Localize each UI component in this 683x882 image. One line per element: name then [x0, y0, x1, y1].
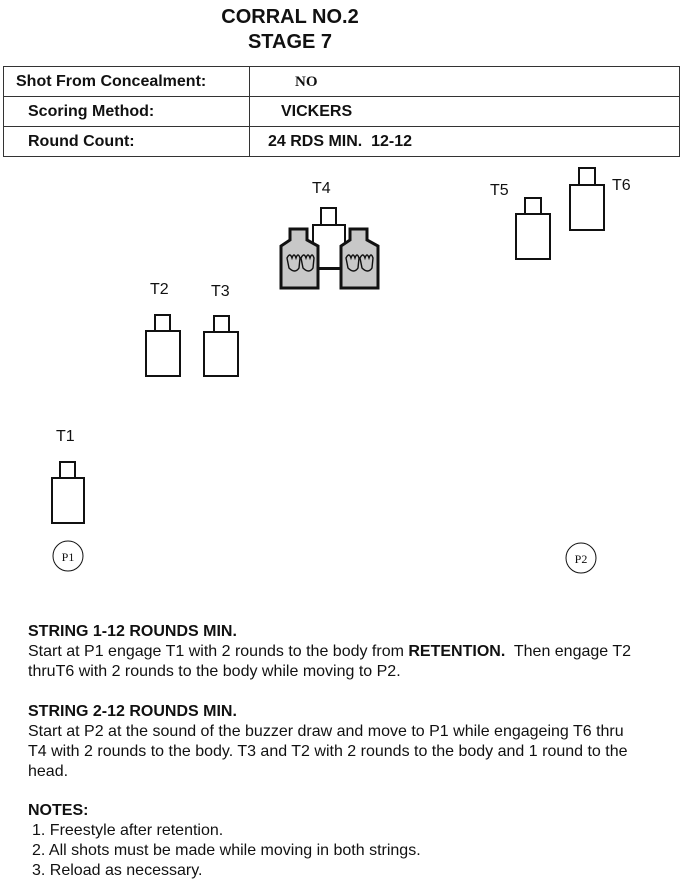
info-row-scoring: Scoring Method: VICKERS	[3, 96, 680, 127]
string-1-description: Start at P1 engage T1 with 2 rounds to t…	[28, 642, 658, 682]
string-1-section: STRING 1-12 ROUNDS MIN. Start at P1 enga…	[28, 622, 658, 682]
info-label: Scoring Method:	[3, 96, 250, 127]
info-value: VICKERS	[249, 96, 680, 127]
target-t3	[203, 315, 239, 377]
string-2-section: STRING 2-12 ROUNDS MIN. Start at P2 at t…	[28, 702, 640, 782]
info-value: 24 RDS MIN. 12-12	[249, 126, 680, 157]
stage-title: CORRAL NO.2	[221, 6, 359, 28]
target-t6	[569, 167, 605, 231]
target-t6-label: T6	[612, 177, 631, 194]
string-2-description: Start at P2 at the sound of the buzzer d…	[28, 723, 628, 780]
target-t4-label: T4	[312, 180, 331, 197]
concealment-value: NO	[295, 73, 318, 90]
no-shoot-target-right	[339, 227, 380, 290]
scoring-label: Scoring Method:	[28, 102, 155, 120]
scoring-value: VICKERS	[281, 102, 353, 120]
position-p1-label: P1	[62, 550, 75, 564]
stage-info-table: Shot From Concealment: NO Scoring Method…	[3, 66, 680, 157]
stage-subtitle: STAGE 7	[247, 31, 333, 53]
note-item: 2. All shots must be made while moving i…	[32, 842, 421, 859]
open-hands-icon	[345, 254, 374, 272]
no-shoot-target-left	[279, 227, 320, 290]
stage-diagram: T1 T2 T3 T4 T5	[51, 167, 631, 574]
target-t2-label: T2	[150, 281, 169, 298]
position-p2-label: P2	[575, 552, 588, 566]
position-p1: P1	[52, 540, 84, 572]
notes-heading: NOTES:	[28, 802, 89, 819]
string-1-text-b: Then engage T2 thruT6 with 2 rounds to t…	[28, 643, 636, 680]
round-count-value: 24 RDS MIN. 12-12	[268, 132, 413, 150]
target-t1-label: T1	[56, 428, 75, 445]
info-label: Round Count:	[3, 126, 250, 157]
target-t5	[515, 197, 551, 260]
note-item: 3. Reload as necessary.	[32, 862, 203, 879]
round-count-label: Round Count:	[28, 132, 135, 150]
target-t5-label: T5	[490, 182, 509, 199]
target-t3-label: T3	[211, 283, 230, 300]
note-item: 1. Freestyle after retention.	[32, 822, 224, 839]
open-hands-icon	[286, 254, 315, 272]
info-label: Shot From Concealment:	[3, 66, 250, 97]
string-2-heading: STRING 2-12 ROUNDS MIN.	[28, 703, 237, 720]
info-row-round-count: Round Count: 24 RDS MIN. 12-12	[3, 126, 680, 157]
string-1-emphasis: RETENTION.	[408, 643, 506, 660]
target-t2	[145, 314, 181, 377]
position-p2: P2	[565, 542, 597, 574]
target-t1	[51, 461, 85, 524]
string-1-heading: STRING 1-12 ROUNDS MIN.	[28, 623, 237, 640]
concealment-label: Shot From Concealment:	[16, 72, 207, 90]
string-1-text-a: Start at P1 engage T1 with 2 rounds to t…	[28, 643, 409, 660]
notes-section: NOTES: 1. Freestyle after retention. 2. …	[28, 801, 648, 881]
